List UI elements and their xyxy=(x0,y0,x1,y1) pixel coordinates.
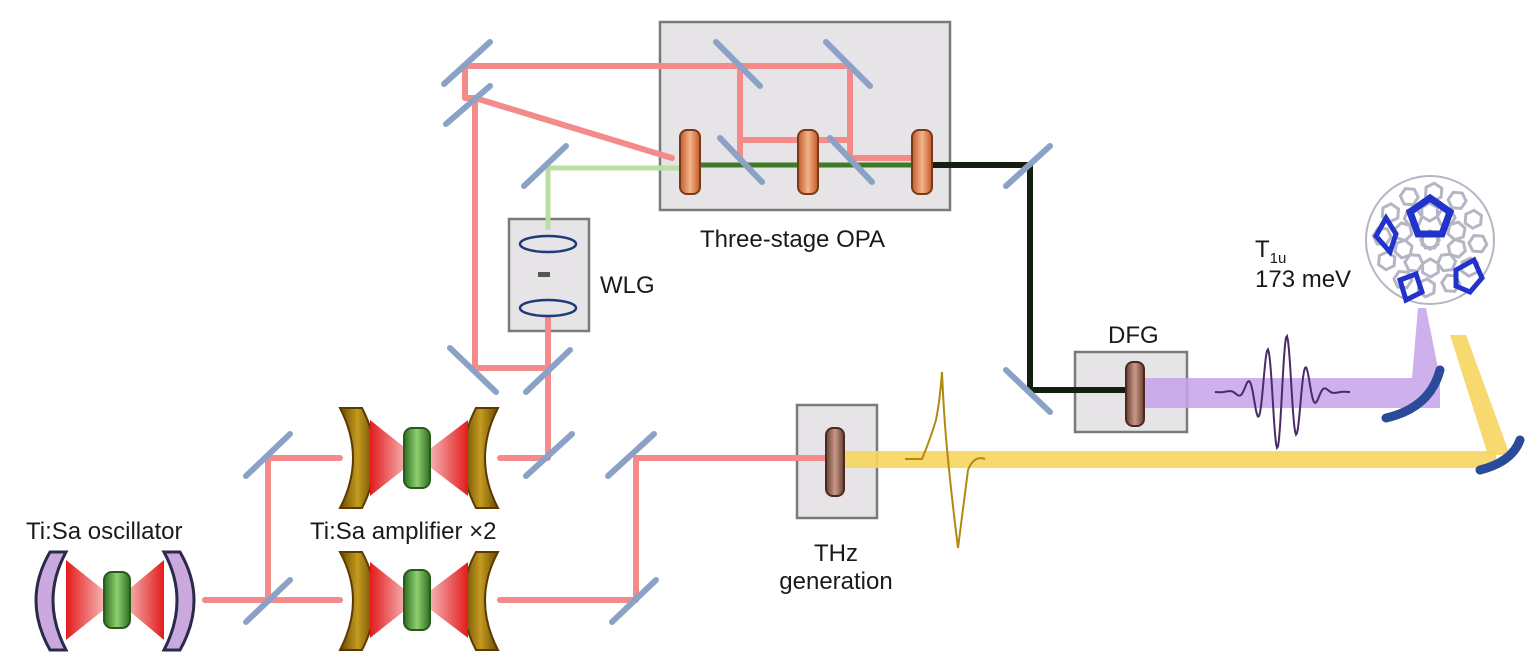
thz-beam xyxy=(840,451,1496,468)
fullerene-hexagon xyxy=(1392,269,1414,290)
mode-subscript: 1u xyxy=(1269,250,1287,267)
amplifier-top xyxy=(338,407,500,509)
waveform-icon xyxy=(1214,333,1350,451)
mirror-icon xyxy=(823,39,873,89)
amp-mirror-icon xyxy=(462,551,500,651)
thz-label-line1: THz xyxy=(814,540,858,567)
pump-cone xyxy=(66,560,116,640)
crystal-icon xyxy=(825,427,845,497)
mirror-icon xyxy=(523,347,573,395)
amp-mirror-icon xyxy=(338,551,376,651)
wlg-label: WLG xyxy=(600,272,655,299)
fullerene-hexagon xyxy=(1380,202,1401,224)
thz-focus xyxy=(1450,335,1510,455)
pump-cone xyxy=(370,562,418,638)
mid-ir-focus xyxy=(1412,308,1440,378)
gain-crystal-icon xyxy=(103,571,131,629)
mode-symbol: T xyxy=(1255,236,1270,263)
cavity-mirror-icon xyxy=(34,550,69,652)
oscillator-label: Ti:Sa oscillator xyxy=(26,518,183,545)
mode-energy-label: 173 meV xyxy=(1255,266,1352,293)
mirror-icon xyxy=(243,431,293,479)
gain-crystal-icon xyxy=(403,427,431,489)
fullerene-hexagon xyxy=(1398,187,1420,207)
opa-crystals xyxy=(679,129,933,195)
pentagon xyxy=(1405,193,1455,238)
amp-mirror-icon xyxy=(338,407,376,509)
mirror-icon xyxy=(523,431,575,479)
thz-label: THz generation xyxy=(766,540,906,596)
mirror-icon xyxy=(609,577,659,625)
fullerene-hexagon xyxy=(1446,237,1467,259)
crystal-icon xyxy=(679,129,701,195)
mid-ir-beam xyxy=(1140,378,1440,408)
crystal-icon xyxy=(911,129,933,195)
amplifier-bottom xyxy=(338,551,500,651)
pentagon xyxy=(1372,213,1399,257)
fullerene-hexagon xyxy=(1420,257,1440,279)
pentagon xyxy=(1453,256,1485,296)
mirror-icon xyxy=(717,135,765,185)
fullerene-hexagon xyxy=(1436,252,1458,273)
mirror-icon xyxy=(441,39,493,87)
gain-crystal-icon xyxy=(403,569,431,631)
dfg-label: DFG xyxy=(1108,322,1159,349)
mirror-icon xyxy=(521,143,569,189)
pump-cone xyxy=(116,560,164,640)
pump-cone xyxy=(418,562,468,638)
lens-icon xyxy=(518,298,578,318)
fullerene-hexagon xyxy=(1377,250,1397,272)
opa-label: Three-stage OPA xyxy=(700,226,885,253)
mirror-icon xyxy=(827,135,875,185)
mirror-icon xyxy=(447,345,499,395)
pump-cone xyxy=(418,420,468,496)
fullerene-hexagon xyxy=(1446,220,1467,242)
fullerene-hexagon xyxy=(1467,233,1489,254)
parabolic-mirror-icon xyxy=(1381,365,1445,423)
idler-beam xyxy=(925,162,1128,393)
cavity-mirror-icon xyxy=(161,550,196,652)
mirror-icon xyxy=(243,577,293,625)
crystal-icon xyxy=(1125,361,1145,427)
fullerene-hexagon xyxy=(1446,190,1468,211)
amplifier-label: Ti:Sa amplifier ×2 xyxy=(310,518,497,545)
mirror-icon xyxy=(713,39,763,89)
pump-cone xyxy=(370,420,418,496)
crystal-icon xyxy=(797,129,819,195)
waveform-icon xyxy=(905,371,986,549)
fullerene-icon xyxy=(1365,175,1495,305)
parabolic-mirror-icon xyxy=(1475,435,1525,475)
lens-icon xyxy=(518,234,578,254)
mirrors xyxy=(243,39,1053,625)
wlg-optics xyxy=(518,234,578,318)
mirror-icon xyxy=(1003,367,1053,415)
mirror-icon xyxy=(1003,143,1053,189)
fullerene-hexagon xyxy=(1463,208,1483,230)
seed-beam xyxy=(545,165,690,230)
fullerene-hexagon xyxy=(1393,238,1414,260)
amp-mirror-icon xyxy=(462,407,500,509)
oscillator-cavity xyxy=(34,550,196,652)
mirror-icon xyxy=(605,431,657,479)
thz-label-line2: generation xyxy=(779,568,893,595)
mirror-icon xyxy=(443,83,493,127)
mode-label: T1u xyxy=(1255,236,1286,273)
wlg-plate xyxy=(538,272,550,277)
pentagon xyxy=(1396,270,1426,304)
fullerene-hexagon xyxy=(1440,273,1462,293)
